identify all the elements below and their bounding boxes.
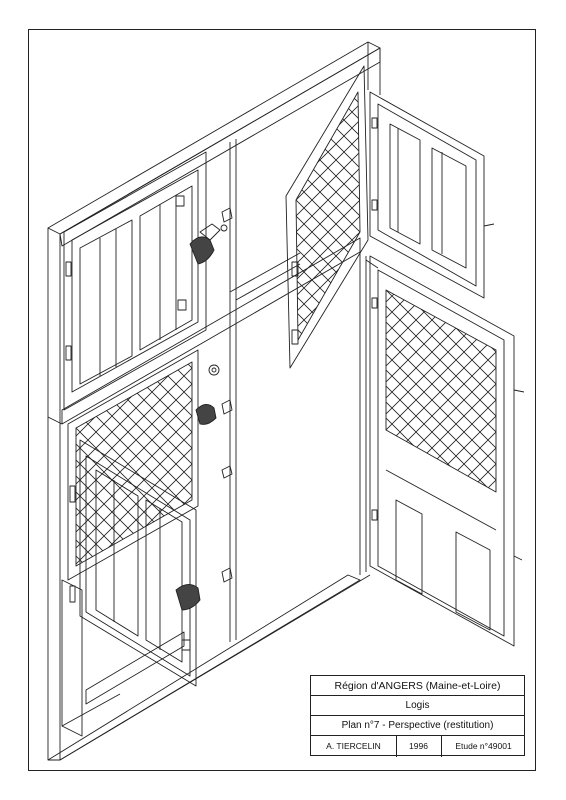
sheet-border [28,29,536,771]
outer-window-frame [47,41,381,761]
lower-left-lattice-casement [67,349,199,581]
upper-left-latch-hardware [189,207,233,265]
lower-left-frame-bottom [61,579,185,737]
upper-left-shutter [63,151,207,411]
lower-left-latch-hardware [175,364,233,611]
title-block: Région d'ANGERS (Maine-et-Loire) Logis P… [310,675,525,757]
title-author: A. TIERCELIN [311,736,397,757]
title-year: 1996 [396,736,442,757]
title-region: Région d'ANGERS (Maine-et-Loire) [311,676,524,696]
title-meta-row: A. TIERCELIN 1996 Etude n°49001 [311,736,524,757]
upper-right-shutter [369,91,495,299]
lower-left-shutter [69,439,197,687]
lower-right-casement [365,255,525,647]
title-plan: Plan n°7 - Perspective (restitution) [311,716,524,736]
lower-right-frame [359,252,367,575]
title-building: Logis [311,696,524,716]
title-study-number: Etude n°49001 [455,741,512,751]
upper-right-lattice-casement [285,65,369,369]
